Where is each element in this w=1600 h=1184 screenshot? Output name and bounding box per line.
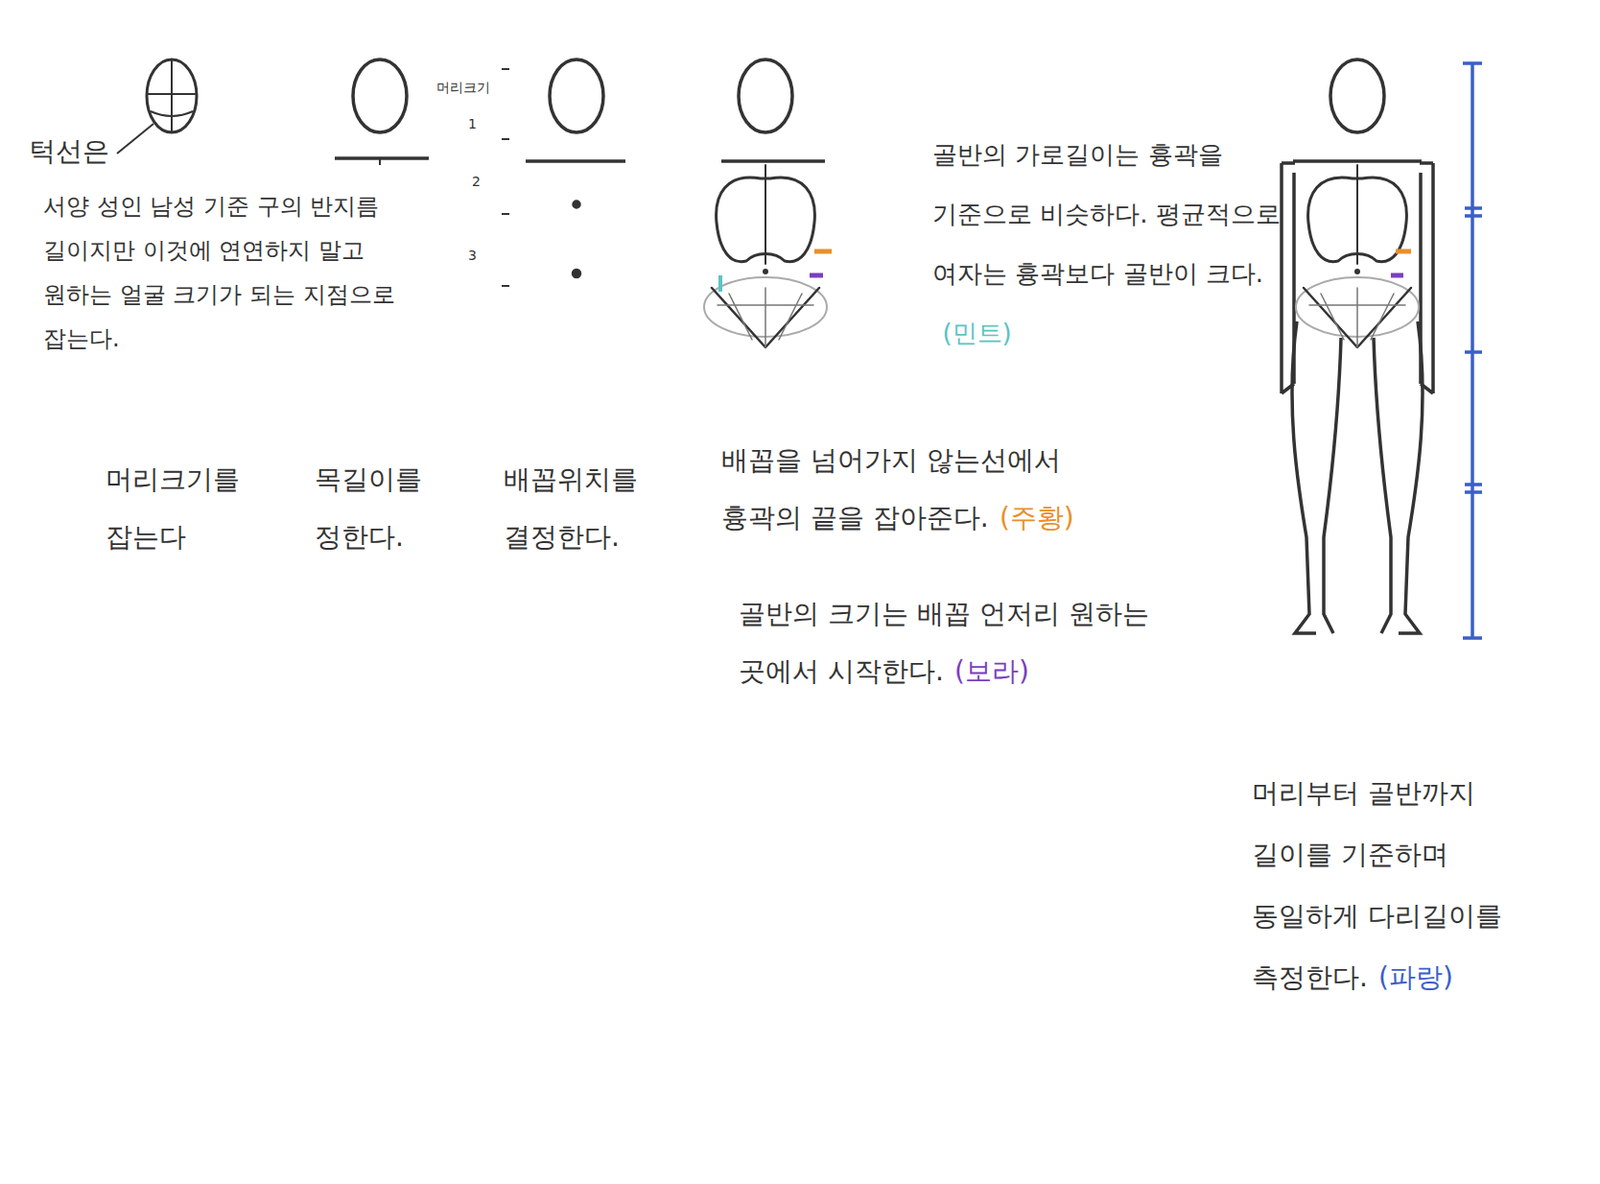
text-block: 턱선은 [28, 134, 144, 169]
note-text: 골반의 가로길이는 흉곽을 기준으로 비슷하다. 평균적으로 여자는 흉곽보다 … [932, 140, 1281, 288]
step-caption: 골반의 크기는 배꼽 언저리 원하는 곳에서 시작한다. [738, 597, 1150, 687]
text-block: 골반의 크기는 배꼽 언저리 원하는 곳에서 시작한다.(보라) [738, 585, 1161, 701]
color-tag: (보라) [954, 642, 1030, 701]
ruler-number: 1 [468, 116, 477, 132]
text-block: 목길이를 정한다. [314, 450, 454, 566]
ruler-label: 머리크기 [436, 79, 491, 95]
step-caption: 머리크기를 잡는다 [105, 463, 240, 553]
color-tag: (민트) [941, 303, 1012, 363]
text-block: 배꼽위치를 결정한다. [503, 450, 667, 566]
text-block: 1 [468, 115, 488, 133]
text-block: 골반의 가로길이는 흉곽을 기준으로 비슷하다. 평균적으로 여자는 흉곽보다 … [932, 124, 1288, 363]
ruler-number: 3 [468, 247, 477, 263]
text-block: 머리크기 [436, 78, 514, 96]
text-block: 배꼽을 넘어가지 않는선에서 흉곽의 끝을 잡아준다.(주황) [721, 431, 1144, 547]
step-caption: 머리부터 골반까지 길이를 기준하며 동일하게 다리길이를 측정한다. [1251, 776, 1503, 993]
text-block: 3 [468, 246, 488, 264]
text-block: 머리크기를 잡는다 [105, 450, 255, 566]
text-block: 머리부터 골반까지 길이를 기준하며 동일하게 다리길이를 측정한다.(파랑) [1251, 762, 1559, 1009]
ruler-number: 2 [471, 173, 481, 189]
step-caption: 배꼽위치를 결정한다. [503, 463, 638, 553]
note-text: 서양 성인 남성 기준 구의 반지름 길이지만 이것에 연연하지 말고 원하는 … [43, 192, 396, 353]
color-tag: (파랑) [1378, 946, 1454, 1009]
color-tag: (주황) [999, 489, 1075, 547]
text-block: 서양 성인 남성 기준 구의 반지름 길이지만 이것에 연연하지 말고 원하는 … [43, 184, 418, 361]
text-block: 2 [471, 172, 492, 190]
step-caption: 목길이를 정한다. [314, 463, 423, 553]
note-heading: 턱선은 [28, 135, 110, 167]
